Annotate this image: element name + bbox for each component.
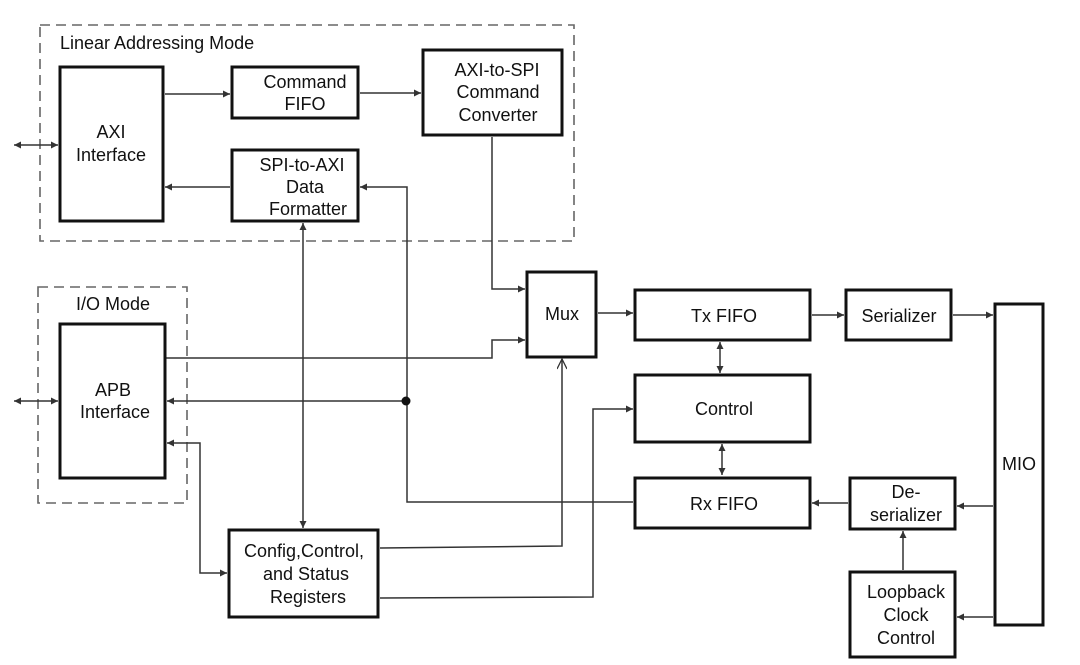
svg-text:SPI-to-AXI: SPI-to-AXI — [259, 155, 344, 175]
deserializer-block: De- serializer — [848, 476, 957, 531]
wire-apb-config — [167, 439, 227, 577]
svg-text:Converter: Converter — [458, 105, 537, 125]
apb-interface-block: APB Interface — [58, 322, 167, 480]
wire-rxfifo-to-formatter — [360, 183, 633, 503]
svg-text:serializer: serializer — [870, 505, 942, 525]
linear-addressing-mode-group: Linear Addressing Mode — [39, 24, 575, 242]
loopback-clock-control-block: Loopback Clock Control — [848, 570, 957, 659]
svg-text:Command: Command — [456, 82, 539, 102]
svg-text:Loopback: Loopback — [867, 582, 946, 602]
svg-text:MIO: MIO — [1002, 454, 1036, 474]
command-fifo-block: Command FIFO — [230, 65, 360, 120]
svg-text:De-: De- — [891, 482, 920, 502]
rx-fifo-block: Rx FIFO — [633, 476, 812, 530]
wire-apb-to-mux — [165, 336, 525, 359]
spi-to-axi-formatter-block: SPI-to-AXI Data Formatter — [230, 148, 360, 223]
io-mode-group: I/O Mode — [37, 286, 188, 504]
svg-text:Mux: Mux — [545, 304, 579, 324]
svg-text:AXI-to-SPI: AXI-to-SPI — [454, 60, 539, 80]
axi-to-spi-converter-block: AXI-to-SPI Command Converter — [421, 48, 564, 137]
svg-text:Interface: Interface — [80, 402, 150, 422]
svg-text:FIFO: FIFO — [285, 94, 326, 114]
wire-converter-to-mux — [491, 137, 525, 293]
linear-addressing-mode-label: Linear Addressing Mode — [60, 33, 254, 53]
svg-text:Control: Control — [877, 628, 935, 648]
svg-text:Clock: Clock — [883, 605, 929, 625]
svg-text:Rx FIFO: Rx FIFO — [690, 494, 758, 514]
wire-config-to-mux — [379, 359, 562, 549]
io-mode-label: I/O Mode — [76, 294, 150, 314]
svg-text:Interface: Interface — [76, 145, 146, 165]
serializer-block: Serializer — [844, 288, 953, 342]
svg-text:AXI: AXI — [96, 122, 125, 142]
axi-interface-block: AXI Interface — [58, 65, 165, 223]
tx-fifo-block: Tx FIFO — [633, 288, 812, 342]
svg-text:Tx FIFO: Tx FIFO — [691, 306, 757, 326]
mio-block: MIO — [993, 302, 1045, 627]
wire-config-to-control — [379, 405, 633, 599]
svg-text:Command: Command — [263, 72, 346, 92]
control-block: Control — [633, 373, 812, 444]
mux-block: Mux — [525, 270, 598, 359]
connections — [14, 89, 993, 621]
junction-dot — [401, 396, 411, 406]
svg-text:Config,Control,: Config,Control, — [244, 541, 364, 561]
svg-text:and Status: and Status — [263, 564, 349, 584]
svg-text:Control: Control — [695, 399, 753, 419]
svg-text:Formatter: Formatter — [269, 199, 347, 219]
svg-text:Data: Data — [286, 177, 325, 197]
config-status-registers-block: Config,Control, and Status Registers — [227, 528, 380, 619]
svg-text:APB: APB — [95, 380, 131, 400]
svg-text:Registers: Registers — [270, 587, 346, 607]
svg-text:Serializer: Serializer — [861, 306, 936, 326]
